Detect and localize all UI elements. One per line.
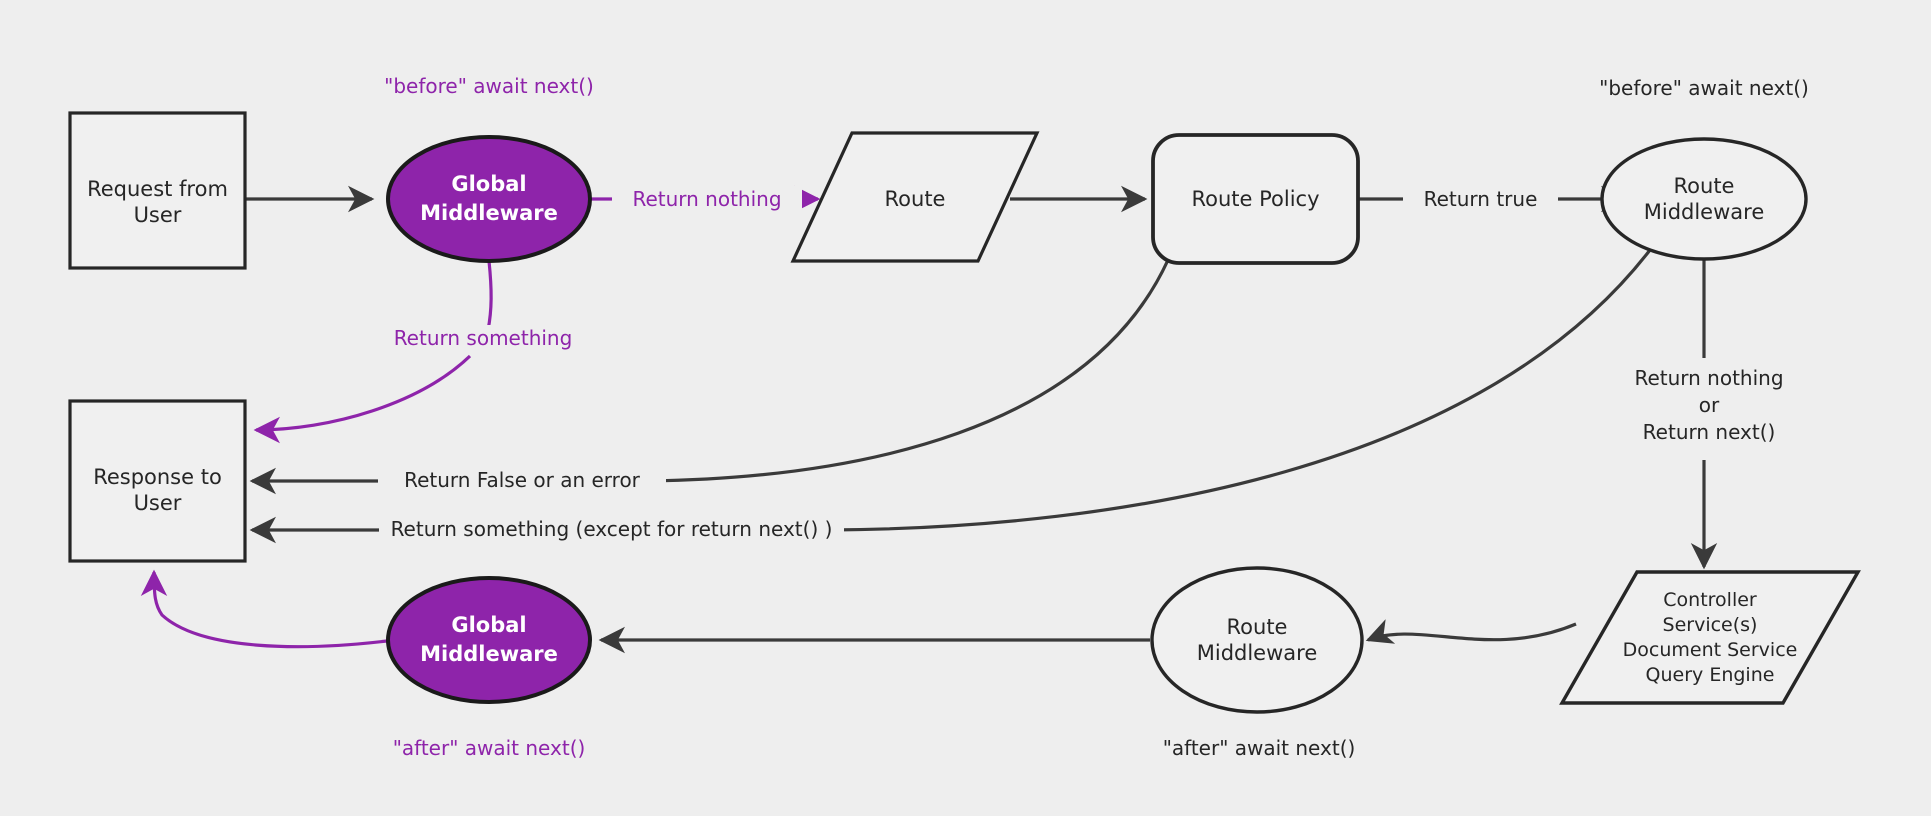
annotation-before-global: "before" await next()	[384, 74, 594, 98]
annotation-before-route: "before" await next()	[1599, 76, 1809, 100]
edge-policy-to-response	[647, 259, 1170, 483]
edge-globalafter-to-response	[140, 569, 396, 649]
edge-global-to-response-a	[486, 260, 493, 331]
edge-label-return-false-or-error: Return False or an error	[378, 467, 666, 494]
edge-label-return-nothing-or-next: Return nothing or Return next()	[1594, 365, 1824, 446]
node-global-middleware-before[interactable]	[386, 135, 592, 263]
edge-label-return-true: Return true	[1403, 186, 1558, 213]
node-global-middleware-after[interactable]	[386, 576, 592, 704]
edge-controller-to-routemiddleware-after	[1365, 619, 1577, 644]
annotation-after-route: "after" await next()	[1162, 736, 1356, 760]
edge-label-return-nothing: Return nothing	[612, 186, 802, 213]
node-response-to-user[interactable]	[68, 399, 247, 563]
node-route-middleware-before[interactable]	[1600, 137, 1808, 261]
node-route-policy[interactable]	[1151, 133, 1360, 265]
annotation-after-global: "after" await next()	[392, 736, 586, 760]
edge-routemiddleware-to-response	[829, 249, 1652, 532]
edge-global-to-response-b	[253, 354, 472, 444]
node-controller-services[interactable]	[1559, 570, 1861, 705]
edge-label-return-something: Return something	[382, 325, 584, 352]
node-route[interactable]	[790, 131, 1040, 263]
edge-label-return-something-except-next: Return something (except for return next…	[379, 516, 844, 543]
edges-dark	[245, 185, 1718, 654]
node-request-from-user[interactable]	[68, 111, 247, 270]
node-route-middleware-after[interactable]	[1150, 566, 1364, 714]
